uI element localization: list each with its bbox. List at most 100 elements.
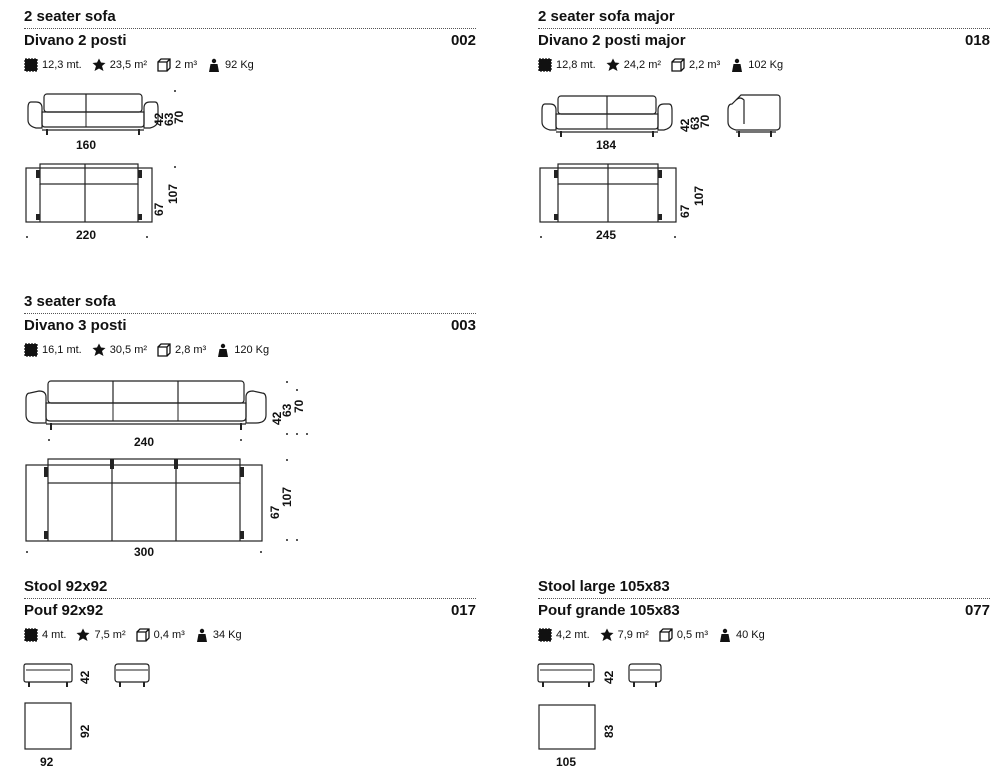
spec-volume: 2,2 m³ — [689, 59, 721, 71]
sofa-side-drawing — [25, 380, 267, 430]
fabric-length-icon — [24, 58, 38, 72]
product-code: 002 — [450, 32, 476, 49]
product-code: 003 — [450, 317, 476, 334]
product-title-en: 2 seater sofa — [24, 8, 116, 25]
fabric-length-icon — [538, 628, 552, 642]
width-plan: 245 — [596, 228, 617, 242]
width: 105 — [556, 755, 577, 769]
weight-icon — [195, 628, 209, 642]
weight-icon — [216, 343, 230, 357]
volume-box-icon — [157, 58, 171, 72]
spec-weight: 120 Kg — [234, 344, 270, 356]
spec-length: 4 mt. — [42, 629, 67, 641]
product-title-en: Stool large 105x83 — [538, 578, 670, 595]
product-title-en: 2 seater sofa major — [538, 8, 675, 25]
weight-icon — [718, 628, 732, 642]
product-code: 017 — [450, 602, 476, 619]
stool-side-drawing — [23, 663, 73, 687]
fabric-length-icon — [24, 343, 38, 357]
height-seat: 42 — [602, 670, 616, 684]
spec-length: 12,8 mt. — [556, 59, 596, 71]
spec-row: 16,1 mt. 30,5 m² 2,8 m³ 120 Kg — [24, 343, 279, 357]
divider — [24, 598, 476, 599]
product-title-it: Pouf grande 105x83 — [538, 602, 680, 619]
weight-icon — [730, 58, 744, 72]
product-sofa2: 2 seater sofa Divano 2 posti 002 12,3 mt… — [24, 8, 476, 248]
leather-area-icon — [606, 58, 620, 72]
sofa-plan-drawing — [25, 458, 263, 542]
fabric-length-icon — [24, 628, 38, 642]
volume-box-icon — [671, 58, 685, 72]
depth-total: 107 — [692, 185, 706, 206]
product-code: 018 — [964, 32, 990, 49]
divider — [24, 313, 476, 314]
leather-area-icon — [76, 628, 90, 642]
height-seat: 42 — [78, 670, 92, 684]
width-plan: 300 — [134, 545, 155, 559]
spec-row: 4 mt. 7,5 m² 0,4 m³ 34 Kg — [24, 628, 252, 642]
stool-plan-drawing — [538, 704, 596, 750]
stool-side-drawing — [537, 663, 595, 687]
depth-seat: 67 — [152, 202, 166, 216]
width-side: 160 — [76, 138, 97, 152]
volume-box-icon — [157, 343, 171, 357]
width: 92 — [40, 755, 54, 769]
product-sofa3: 3 seater sofa Divano 3 posti 003 16,1 mt… — [24, 293, 476, 563]
product-stool: Stool 92x92 Pouf 92x92 017 4 mt. 7,5 m² … — [23, 578, 476, 778]
volume-box-icon — [136, 628, 150, 642]
spec-weight: 92 Kg — [225, 59, 254, 71]
spec-area: 7,5 m² — [94, 629, 126, 641]
spec-area: 23,5 m² — [109, 59, 148, 71]
spec-volume: 0,5 m³ — [676, 629, 708, 641]
product-sofa2major: 2 seater sofa major Divano 2 posti major… — [538, 8, 990, 248]
leather-area-icon — [92, 343, 106, 357]
sofa-side-drawing — [27, 93, 159, 135]
product-title-it: Divano 2 posti major — [538, 32, 686, 49]
product-title-it: Divano 2 posti — [24, 32, 127, 49]
stool-plan-drawing — [24, 702, 72, 750]
divider — [538, 28, 990, 29]
spec-row: 4,2 mt. 7,9 m² 0,5 m³ 40 Kg — [538, 628, 775, 642]
sofa-plan-drawing — [539, 163, 677, 223]
divider — [24, 28, 476, 29]
spec-volume: 0,4 m³ — [153, 629, 185, 641]
divider — [538, 598, 990, 599]
product-title-it: Pouf 92x92 — [24, 602, 104, 619]
product-title-en: Stool 92x92 — [24, 578, 108, 595]
width-plan: 220 — [76, 228, 97, 242]
depth-total: 107 — [166, 183, 180, 204]
spec-weight: 34 Kg — [212, 629, 242, 641]
volume-box-icon — [659, 628, 673, 642]
spec-row: 12,8 mt. 24,2 m² 2,2 m³ 102 Kg — [538, 58, 793, 72]
stool-front-drawing — [628, 663, 662, 687]
spec-weight: 102 Kg — [748, 59, 784, 71]
depth: 83 — [602, 724, 616, 738]
height-total: 70 — [698, 114, 712, 128]
weight-icon — [207, 58, 221, 72]
leather-area-icon — [600, 628, 614, 642]
height-total: 70 — [292, 399, 306, 413]
product-title-en: 3 seater sofa — [24, 293, 116, 310]
product-stoollarge: Stool large 105x83 Pouf grande 105x83 07… — [537, 578, 990, 778]
spec-area: 24,2 m² — [623, 59, 662, 71]
width-side: 240 — [134, 435, 155, 449]
leather-area-icon — [92, 58, 106, 72]
sofa-end-view-drawing — [727, 94, 781, 137]
height-total: 70 — [172, 110, 186, 124]
stool-front-drawing — [114, 663, 150, 687]
sofa-plan-drawing — [25, 163, 153, 223]
spec-row: 12,3 mt. 23,5 m² 2 m³ 92 Kg — [24, 58, 264, 72]
spec-weight: 40 Kg — [736, 629, 765, 641]
spec-length: 16,1 mt. — [42, 344, 82, 356]
spec-area: 7,9 m² — [617, 629, 649, 641]
product-title-it: Divano 3 posti — [24, 317, 127, 334]
depth-total: 107 — [280, 486, 294, 507]
depth-seat: 67 — [678, 204, 692, 218]
depth: 92 — [78, 724, 92, 738]
product-code: 077 — [964, 602, 990, 619]
spec-volume: 2 m³ — [175, 59, 198, 71]
sofa-side-drawing — [541, 95, 673, 137]
fabric-length-icon — [538, 58, 552, 72]
spec-length: 4,2 mt. — [556, 629, 590, 641]
depth-seat: 67 — [268, 505, 282, 519]
